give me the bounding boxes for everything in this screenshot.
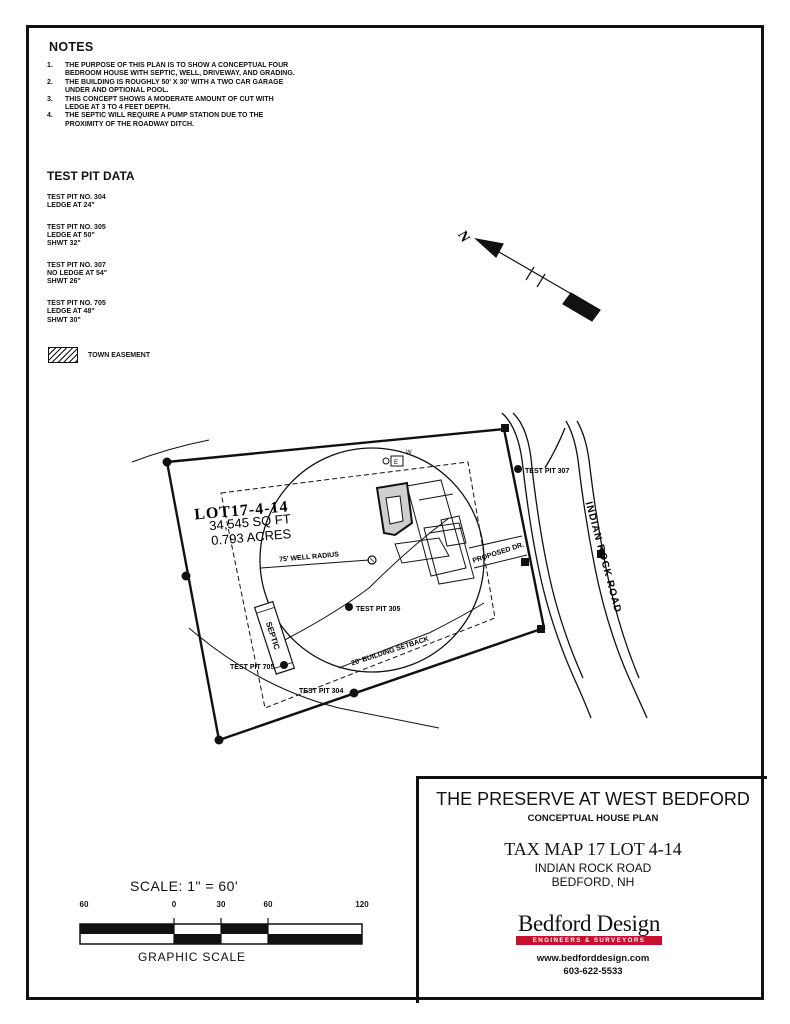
company-name: Bedford Design (517, 911, 661, 936)
notes-list: 1. THE PURPOSE OF THIS PLAN IS TO SHOW A … (47, 62, 297, 129)
company-website: www.bedforddesign.com (536, 953, 650, 964)
test-pit-304-label: TEST PIT 304 (299, 688, 343, 695)
grading-lines (131, 439, 485, 729)
test-pit-line: LEDGE AT 48" (47, 308, 95, 316)
test-pit-line: SHWT 30" (47, 316, 81, 324)
test-pit-entry: TEST PIT NO. 305 LEDGE AT 50" SHWT 32" (47, 224, 107, 249)
well-radius-label: 75' WELL RADIUS (279, 551, 340, 563)
note-item: 2. THE BUILDING IS ROUGHLY 50' X 30' WITH… (47, 79, 297, 96)
plan-subtitle: CONCEPTUAL HOUSE PLAN (527, 813, 659, 824)
septic-icon (253, 600, 296, 675)
site-plan-drawing: N (131, 229, 648, 745)
scale-tick-label: 30 (216, 900, 226, 909)
proposed-driveway (468, 535, 528, 569)
scale-label: SCALE: 1" = 60' (130, 878, 239, 894)
note-text: THIS CONCEPT SHOWS A MODERATE AMOUNT OF … (65, 95, 274, 112)
company-logo: Bedford Design ENGINEERS & SURVEYORS (514, 911, 664, 945)
utility-box-label: E (394, 460, 398, 466)
scale-tick-label: 60 (263, 900, 273, 909)
town-address: BEDFORD, NH (551, 875, 635, 889)
company-phone: 603-622-5533 (563, 966, 623, 977)
note-number: 3. (47, 95, 53, 103)
test-pit-title: TEST PIT DATA (47, 169, 135, 183)
title-block: THE PRESERVE AT WEST BEDFORD CONCEPTUAL … (416, 776, 767, 1003)
test-pit-entry: TEST PIT NO. 705 LEDGE AT 48" SHWT 30" (47, 300, 107, 325)
test-pit-line: SHWT 32" (47, 240, 81, 248)
well-radius-line (260, 559, 370, 569)
note-item: 4. THE SEPTIC WILL REQUIRE A PUMP STATION… (47, 112, 297, 129)
north-label: N (454, 229, 472, 245)
well-radius-circle (259, 447, 485, 673)
note-number: 2. (47, 78, 53, 86)
tax-map-title: TAX MAP 17 LOT 4-14 (504, 839, 682, 859)
note-item: 3. THIS CONCEPT SHOWS A MODERATE AMOUNT O… (47, 96, 297, 113)
well-icon (367, 555, 377, 565)
test-pit-line: TEST PIT NO. 705 (47, 300, 106, 308)
test-pit-line: TEST PIT NO. 305 (47, 223, 106, 231)
test-pit-307-label: TEST PIT 307 (525, 468, 569, 475)
road-name-label: INDIAN ROCK ROAD (583, 501, 623, 615)
test-pit-line: NO LEDGE AT 54" (47, 270, 108, 278)
test-pit-305-label: TEST PIT 305 (356, 606, 400, 613)
pool-icon (375, 481, 414, 537)
test-pit-entry: TEST PIT NO. 307 NO LEDGE AT 54" SHWT 26… (47, 262, 107, 287)
well-marker-icon (382, 457, 390, 465)
note-number: 1. (47, 62, 53, 69)
test-pit-list: TEST PIT NO. 304 LEDGE AT 24" TEST PIT N… (47, 194, 107, 338)
legend: TOWN EASEMENT (48, 347, 150, 363)
test-pit-line: TEST PIT NO. 304 (47, 194, 106, 201)
utility-box (390, 455, 404, 467)
graphic-scale-bar (79, 918, 363, 945)
house-footprint (394, 479, 475, 585)
north-arrow-icon (474, 238, 601, 322)
scale-tick-label: 120 (355, 900, 369, 909)
note-text: THE SEPTIC WILL REQUIRE A PUMP STATION D… (65, 112, 264, 128)
road-edges (501, 412, 648, 719)
test-pit-705-label: TEST PIT 705 (230, 664, 274, 671)
note-text: THE PURPOSE OF THIS PLAN IS TO SHOW A CO… (65, 62, 295, 78)
test-pit-line: LEDGE AT 24" (47, 202, 95, 210)
note-number: 4. (47, 112, 53, 120)
scale-tick-label: 60 (79, 900, 89, 909)
company-tagline: ENGINEERS & SURVEYORS (516, 936, 662, 945)
lot-area-acres: 0.793 ACRES (211, 526, 293, 548)
graphic-scale-label: GRAPHIC SCALE (138, 950, 246, 964)
legend-label: TOWN EASEMENT (88, 351, 151, 359)
note-text: THE BUILDING IS ROUGHLY 50' X 30' WITH A… (65, 78, 284, 95)
test-pit-entry: TEST PIT NO. 304 LEDGE AT 24" (47, 194, 107, 210)
lot-area-sqft: 34,545 SQ FT (209, 511, 292, 533)
test-pit-line: LEDGE AT 50" (47, 232, 95, 240)
drawing-sheet: NOTES 1. THE PURPOSE OF THIS PLAN IS TO S… (26, 25, 767, 1003)
notes-title: NOTES (49, 40, 94, 54)
note-item: 1. THE PURPOSE OF THIS PLAN IS TO SHOW A … (47, 62, 297, 79)
test-pit-markers (280, 465, 522, 697)
road-address: INDIAN ROCK ROAD (534, 861, 652, 875)
test-pit-line: TEST PIT NO. 307 (47, 262, 106, 270)
test-pit-line: SHWT 26" (47, 278, 81, 286)
well-symbol: W (406, 450, 412, 456)
scale-tick-label: 0 (171, 900, 177, 909)
hatch-swatch-icon (48, 347, 78, 363)
project-title: THE PRESERVE AT WEST BEDFORD (436, 789, 750, 809)
